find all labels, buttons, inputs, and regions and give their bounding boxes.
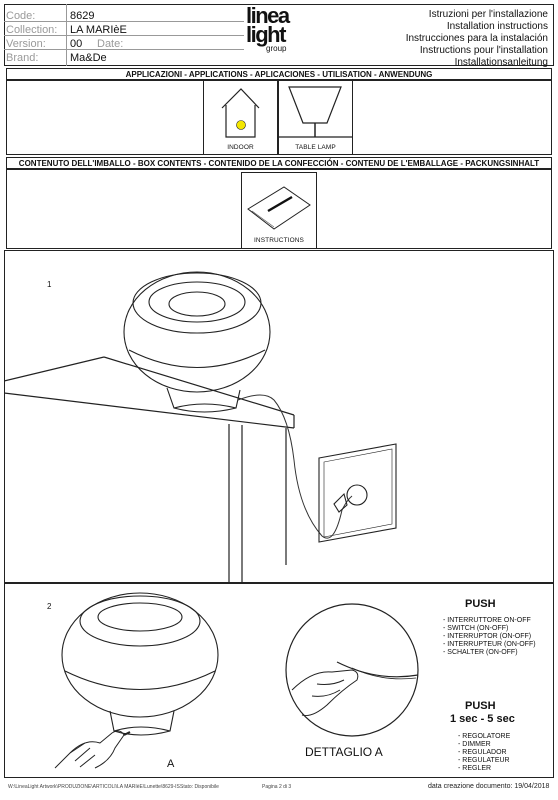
version-value: 00 [70,38,83,50]
footer-page: Pagina 2 di 3 [262,784,292,790]
header-divider [4,21,244,22]
dimmer-list: - REGOLATORE - DIMMER - REGULADOR - REGU… [458,733,511,772]
step1-number: 1 [47,280,52,289]
step1-panel [4,250,554,583]
step2-panel [4,583,554,778]
hand-pressing-drawing [54,730,131,769]
date-label: Date: [97,38,124,50]
power-cable [237,394,353,539]
header-divider [4,49,244,50]
instructions-sheet-icon [247,186,311,230]
applications-title: APPLICAZIONI - APPLICATIONS - APLICACION… [6,68,552,80]
brand-value: Ma&De [70,52,107,64]
finger-drawing [291,669,359,716]
table-drawing [4,356,295,583]
switch-list: - INTERRUTTORE ON-OFF - SWITCH (ON-OFF) … [443,617,536,656]
header-divider [4,35,244,36]
indoor-house-icon [221,88,260,138]
box-contents-title: CONTENUTO DELL'IMBALLO - BOX CONTENTS - … [6,157,552,169]
instructions-cell: INSTRUCTIONS [241,172,317,249]
detail-a-label: DETTAGLIO A [305,745,383,759]
footer-path: W:\LineaLight Artwork\PRODUZIONE\ARTICOL… [8,784,180,790]
table-lamp-cell: TABLE LAMP [278,80,353,155]
push-title-switch: PUSH [465,598,496,610]
brand-label: Brand: [6,52,39,64]
collection-value: LA MARIèE [70,24,127,36]
push-duration: 1 sec - 5 sec [450,713,515,725]
push-title-dimmer: PUSH [465,700,496,712]
wall-socket-drawing [318,443,397,543]
version-label: Version: [6,38,46,50]
table-lamp-label: TABLE LAMP [295,144,336,151]
footer-status: Stato: Disponibile [180,784,219,790]
label-a: A [167,758,175,770]
detail-a-illustration [285,603,419,737]
lamp-globe-drawing [123,271,271,413]
step2-number: 2 [47,602,52,611]
step2-lamp-illustration [54,592,219,769]
instructions-titles: Istruzioni per l'installazione Installat… [405,9,548,68]
code-value: 8629 [70,10,95,22]
table-lamp-icon [279,86,352,138]
footer-created: data creazione documento: 19/04/2018 [428,783,550,790]
collection-label: Collection: [6,24,58,36]
indoor-cell: INDOOR [203,80,278,155]
indoor-label: INDOOR [227,144,254,151]
step1-illustration [4,271,397,583]
instructions-label: INSTRUCTIONS [254,237,304,244]
code-label: Code: [6,10,36,22]
header-divider [66,4,67,66]
linea-light-logo: linea light group [246,3,290,54]
